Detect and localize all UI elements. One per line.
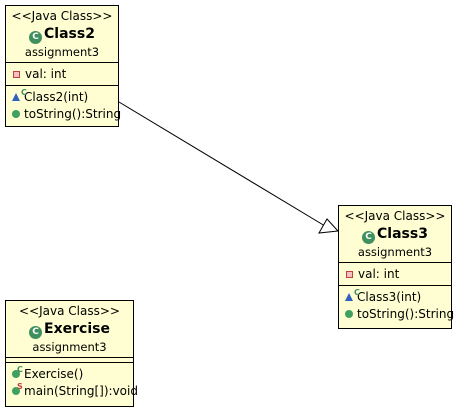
association-line[interactable] (118, 101, 326, 227)
public-constructor-icon: C (12, 366, 23, 378)
package-constructor-icon: C (345, 289, 360, 301)
stereotype-label: <<Java Class>> (11, 9, 113, 23)
method-text: Exercise() (24, 367, 84, 381)
private-field-icon (13, 71, 20, 78)
constructor-modifier-icon: C (17, 365, 23, 374)
stereotype-label: <<Java Class>> (344, 209, 446, 223)
public-static-method-icon: S (12, 383, 23, 395)
method-text: toString():String (24, 107, 122, 121)
field-row[interactable]: val: int (345, 266, 451, 283)
constructor-modifier-icon: C (21, 88, 27, 97)
class-name: Class2 (44, 26, 95, 42)
private-field-icon (346, 271, 353, 278)
method-row[interactable]: toString():String (12, 106, 122, 123)
field-row[interactable]: val: int (12, 66, 118, 83)
public-method-icon (345, 310, 353, 318)
class-icon: C (29, 31, 43, 44)
package-label: assignment3 (357, 245, 433, 259)
method-text: Class3(int) (357, 290, 422, 304)
class-icon: C (29, 326, 43, 339)
field-text: val: int (358, 267, 400, 281)
fields-compartment: val: int (6, 63, 118, 86)
fields-compartment (6, 358, 133, 363)
class-name: Exercise (44, 321, 110, 337)
fields-compartment: val: int (339, 263, 451, 286)
method-text: toString():String (357, 307, 455, 321)
method-text: main(String[]):void (24, 384, 138, 398)
package-constructor-icon: C (12, 89, 27, 101)
class-icon: C (362, 231, 376, 244)
package-label: assignment3 (32, 340, 107, 354)
method-row[interactable]: toString():String (345, 306, 455, 323)
static-modifier-icon: S (17, 382, 23, 391)
method-text: Class2(int) (24, 90, 89, 104)
public-method-icon (12, 110, 20, 118)
package-label: assignment3 (24, 45, 100, 59)
stereotype-label: <<Java Class>> (19, 304, 120, 318)
class-name: Class3 (377, 226, 428, 242)
field-text: val: int (25, 67, 67, 81)
open-triangle-arrowhead (318, 218, 340, 234)
constructor-modifier-icon: C (354, 288, 360, 297)
